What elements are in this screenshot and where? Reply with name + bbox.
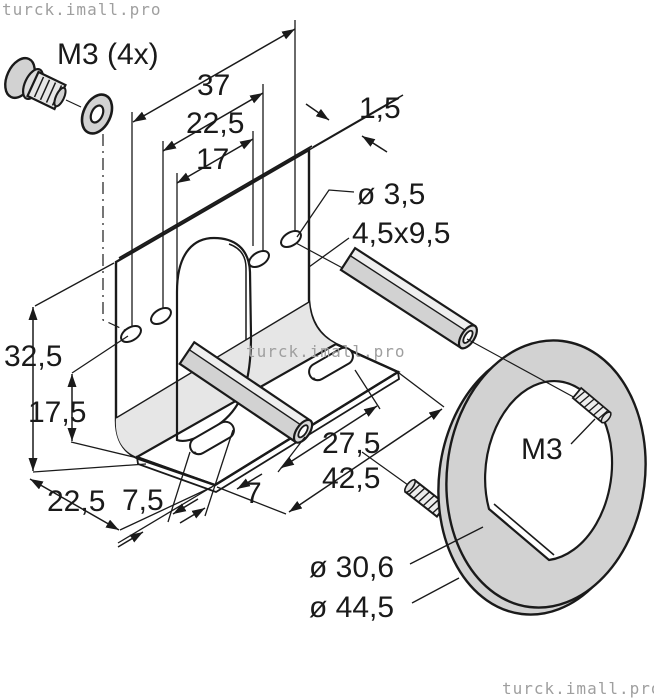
dim-425-line <box>288 408 443 513</box>
adapter-ring <box>437 339 647 616</box>
label-dim-17-5: 17,5 <box>28 396 86 429</box>
label-dim-slot-size: 4,5x9,5 <box>352 217 450 250</box>
label-dim-ring-outer: ø 44,5 <box>309 591 394 624</box>
plate-hole-1 <box>120 324 142 344</box>
dimension-lines <box>28 20 596 604</box>
label-dim-1-5: 1,5 <box>359 92 401 125</box>
label-dim-37: 37 <box>197 69 230 102</box>
label-dim-22-5-top: 22,5 <box>186 107 244 140</box>
dim-7-arrow-a <box>179 507 206 524</box>
label-dim-27-5: 27,5 <box>322 427 380 460</box>
label-dim-hole-dia: ø 3,5 <box>357 178 425 211</box>
label-dim-17: 17 <box>196 143 229 176</box>
label-dim-22-5-bottom: 22,5 <box>47 485 105 518</box>
leader-ring-inner <box>409 526 484 565</box>
dim-15-arrow-a <box>305 103 330 121</box>
dim-75-arrow-b <box>172 498 199 515</box>
leader-ring-outer <box>411 577 460 604</box>
base-slot-front <box>189 420 235 456</box>
assembly-axis-line-2 <box>466 338 580 401</box>
label-dim-7-5: 7,5 <box>122 484 164 517</box>
label-dim-42-5: 42,5 <box>322 462 380 495</box>
dim-37-line <box>132 28 296 123</box>
label-dim-7: 7 <box>245 477 262 510</box>
leader-hole-dia <box>296 189 355 238</box>
dimension-labels: M3 (4x) 37 22,5 17 1,5 ø 3,5 4,5x9,5 32,… <box>4 38 563 624</box>
leader-slot-size <box>308 237 350 268</box>
watermark-top: turck.imall.pro <box>2 0 162 19</box>
leader-ring-thread <box>570 418 596 445</box>
m3-washer <box>80 93 114 135</box>
watermark-center: turck.imall.pro <box>246 342 406 361</box>
ring-d-hole-wall <box>493 503 555 556</box>
label-ring-thread: M3 <box>521 433 563 466</box>
screw-centerline <box>102 134 130 333</box>
plate-hole-2 <box>150 306 172 326</box>
plate-hole-3 <box>248 249 270 269</box>
dim-7-arrow-b <box>236 473 263 490</box>
dim-225b-line <box>29 478 120 531</box>
hex-spacer-upper <box>339 246 478 350</box>
label-screw-spec: M3 (4x) <box>57 38 159 71</box>
dim-15-arrow-b <box>361 135 388 153</box>
dim-17-line <box>176 138 254 184</box>
base-slot-rear <box>308 346 354 382</box>
ring-thread-tip <box>571 386 612 424</box>
label-dim-ring-inner: ø 30,6 <box>309 551 394 584</box>
dim-75-arrow-a <box>117 531 144 548</box>
m3-screw <box>4 56 82 111</box>
label-dim-32-5: 32,5 <box>4 340 62 373</box>
plate-hole-4 <box>280 229 302 249</box>
plate-top-edge <box>118 145 313 259</box>
watermark-bottom: turck.imall.pro <box>502 679 654 698</box>
